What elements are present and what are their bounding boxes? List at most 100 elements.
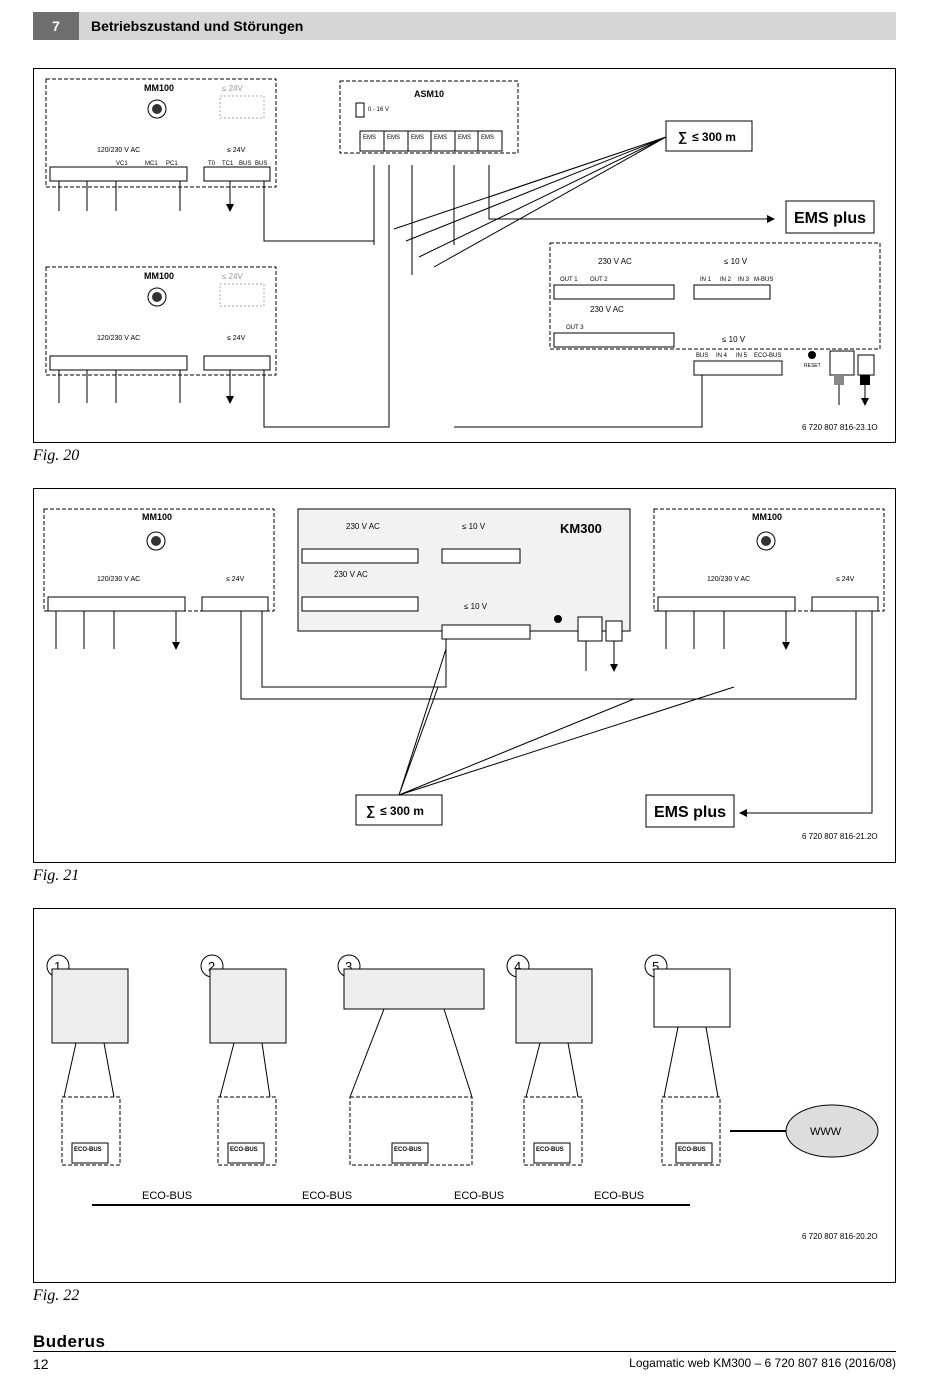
km300-module: KM300 230 V AC ≤ 10 V 230 V AC ≤ 10 V (297, 508, 631, 671)
section-header: 7 Betriebszustand und Störungen (33, 12, 896, 40)
eco-bus-chain: ECO-BUS ECO-BUS ECO-BUS ECO-BUS (92, 1190, 690, 1206)
svg-text:ECO-BUS: ECO-BUS (678, 1147, 706, 1153)
mm100-low-voltage: ≤ 24V (222, 84, 244, 93)
mm100-bus: BUS (239, 161, 251, 167)
asm10-module: ASM10 0 - 16 V EMS EMS EMS EMS EMS EMS (339, 80, 774, 275)
distance-box-21: ∑ ≤ 300 m (355, 648, 735, 826)
svg-text:ECO-BUS: ECO-BUS (394, 1147, 422, 1153)
www-label: WWW (810, 1126, 842, 1138)
svg-text:RESET: RESET (804, 363, 821, 369)
mm100-right: MM100 120/230 V AC ≤ 24V (653, 508, 885, 817)
figure-22-frame: 1 ECO-BUS 2 ECO-BUS 3 ECO-BUS 4 ECO-BUS … (33, 908, 896, 1283)
svg-text:MM100: MM100 (752, 512, 782, 522)
svg-text:ECO-BUS: ECO-BUS (594, 1190, 644, 1202)
mm100-t0: T0 (208, 161, 216, 167)
mm100-ac-label: 120/230 V AC (97, 147, 140, 154)
svg-text:4: 4 (514, 959, 521, 974)
svg-text:IN 3: IN 3 (738, 277, 750, 283)
svg-text:ECO-BUS: ECO-BUS (142, 1190, 192, 1202)
mm100-pc1: PC1 (166, 161, 178, 167)
document-id: Logamatic web KM300 – 6 720 807 816 (201… (629, 1356, 896, 1370)
mm100-vc1: VC1 (116, 161, 128, 167)
svg-text:IN 5: IN 5 (736, 353, 748, 359)
svg-text:IN 2: IN 2 (720, 277, 732, 283)
svg-text:OUT 3: OUT 3 (566, 325, 584, 331)
svg-text:ECO-BUS: ECO-BUS (74, 1147, 102, 1153)
www-cloud: WWW (785, 1104, 879, 1158)
device-2: 2 ECO-BUS (200, 954, 287, 1166)
svg-text:ECO-BUS: ECO-BUS (230, 1147, 258, 1153)
svg-text:3: 3 (345, 959, 352, 974)
chapter-title: Betriebszustand und Störungen (91, 18, 304, 34)
device-4: 4 ECO-BUS (506, 954, 593, 1166)
chapter-number: 7 (33, 12, 79, 40)
svg-text:∑: ∑ (678, 129, 687, 144)
svg-text:MM100: MM100 (142, 512, 172, 522)
fig22-caption: Fig. 22 (33, 1287, 80, 1304)
figure-21-diagram: MM100 120/230 V AC ≤ 24V KM300 230 V AC … (43, 508, 885, 841)
fig21-caption: Fig. 21 (33, 867, 80, 884)
asm10-switch-label: 0 - 16 V (368, 107, 389, 113)
svg-text:∑: ∑ (366, 803, 375, 818)
mm100-dc-label: ≤ 24V (227, 147, 246, 154)
svg-text:≤ 10 V: ≤ 10 V (462, 522, 486, 531)
svg-text:IN 1: IN 1 (700, 277, 712, 283)
mm100-left: MM100 120/230 V AC ≤ 24V (43, 508, 857, 700)
fig20-ref: 6 720 807 816-23.1O (802, 423, 878, 432)
mm100-title: MM100 (144, 83, 174, 93)
svg-text:EMS: EMS (481, 135, 494, 141)
svg-text:EMS: EMS (411, 135, 424, 141)
ems-plus-label: EMS plus (794, 210, 866, 227)
svg-text:120/230 V AC: 120/230 V AC (97, 576, 140, 583)
svg-text:OUT 1: OUT 1 (560, 277, 578, 283)
svg-text:ECO-BUS: ECO-BUS (302, 1190, 352, 1202)
svg-text:IN 4: IN 4 (716, 353, 728, 359)
distance-box: ∑ ≤ 300 m (393, 120, 753, 268)
svg-text:≤ 10 V: ≤ 10 V (724, 257, 748, 266)
svg-text:M-BUS: M-BUS (754, 277, 773, 283)
figure-21-frame: MM100 120/230 V AC ≤ 24V KM300 230 V AC … (33, 488, 896, 863)
svg-text:230 V AC: 230 V AC (598, 257, 632, 266)
svg-text:OUT 2: OUT 2 (590, 277, 608, 283)
svg-text:5: 5 (652, 959, 659, 974)
fig22-ref: 6 720 807 816-20.2O (802, 1232, 878, 1241)
mm100-tc1: TC1 (222, 161, 234, 167)
asm10-title: ASM10 (414, 89, 444, 99)
mm100-module-top: MM100 ≤ 24V 120/230 V AC ≤ 24V VC1 MC1 P… (45, 78, 375, 242)
svg-text:EMS: EMS (387, 135, 400, 141)
svg-text:EMS: EMS (434, 135, 447, 141)
device-1: 1 ECO-BUS (46, 954, 129, 1166)
footer-rule (33, 1351, 896, 1352)
svg-text:120/230 V AC: 120/230 V AC (707, 576, 750, 583)
fig20-caption: Fig. 20 (33, 447, 80, 464)
svg-text:230 V AC: 230 V AC (590, 305, 624, 314)
device-3-km300: 3 ECO-BUS (337, 954, 485, 1166)
device-5: 5 ECO-BUS (644, 954, 786, 1166)
svg-text:230 V AC: 230 V AC (334, 570, 368, 579)
figure-22-diagram: 1 ECO-BUS 2 ECO-BUS 3 ECO-BUS 4 ECO-BUS … (46, 954, 879, 1241)
figure-20-frame: MM100 ≤ 24V 120/230 V AC ≤ 24V VC1 MC1 P… (33, 68, 896, 443)
svg-text:230 V AC: 230 V AC (346, 522, 380, 531)
fig21-ref: 6 720 807 816-21.2O (802, 832, 878, 841)
svg-text:≤ 24V: ≤ 24V (226, 576, 245, 583)
svg-text:ECO-BUS: ECO-BUS (454, 1190, 504, 1202)
ems-plus-box-21: EMS plus (645, 794, 735, 828)
ems-plus-box: EMS plus (785, 200, 875, 234)
mm100-title-2: MM100 (144, 271, 174, 281)
km300-title: KM300 (560, 521, 602, 536)
brand-logo: Buderus (33, 1332, 106, 1351)
svg-text:120/230 V AC: 120/230 V AC (97, 335, 140, 342)
mm100-module-bottom: MM100 ≤ 24V 120/230 V AC ≤ 24V (45, 181, 390, 428)
km300-module-fig20: 230 V AC ≤ 10 V OUT 1 OUT 2 IN 1 IN 2 IN… (454, 242, 881, 428)
figure-20-diagram: MM100 ≤ 24V 120/230 V AC ≤ 24V VC1 MC1 P… (45, 78, 881, 432)
svg-text:≤ 300 m: ≤ 300 m (380, 804, 424, 818)
asm10-ems-1: EMS (363, 135, 376, 141)
page-number: 12 (33, 1356, 49, 1372)
svg-text:≤ 24V: ≤ 24V (836, 576, 855, 583)
svg-text:ECO-BUS: ECO-BUS (536, 1147, 564, 1153)
svg-text:2: 2 (208, 959, 215, 974)
svg-text:≤ 10 V: ≤ 10 V (464, 602, 488, 611)
svg-text:≤ 10 V: ≤ 10 V (722, 335, 746, 344)
svg-text:EMS: EMS (458, 135, 471, 141)
svg-text:≤ 24V: ≤ 24V (222, 272, 244, 281)
